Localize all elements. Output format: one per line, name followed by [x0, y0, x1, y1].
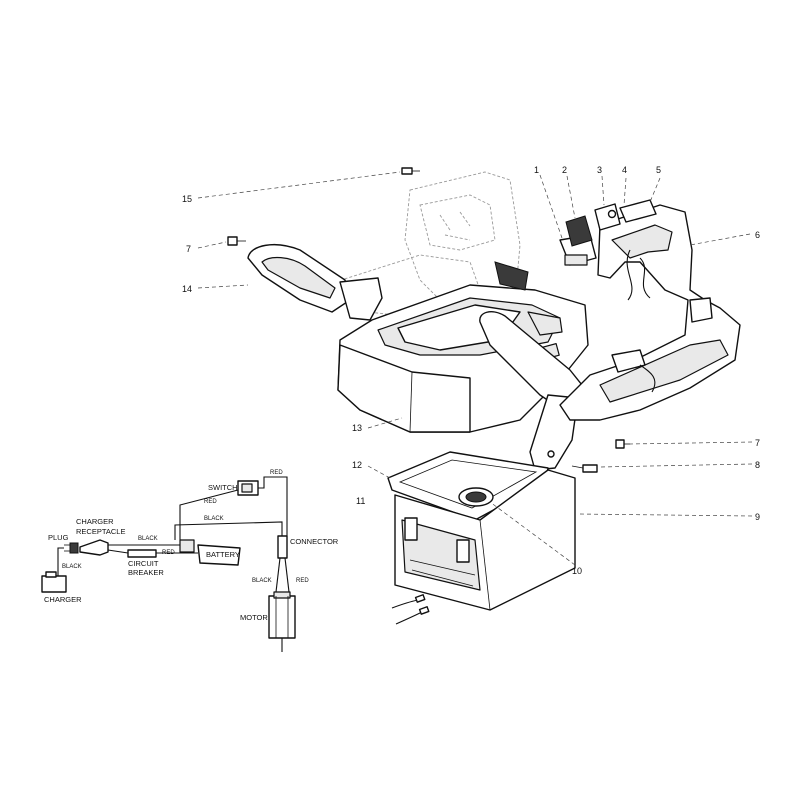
- label-black-upper: BLACK: [204, 516, 224, 522]
- main-body-housing: [337, 261, 589, 433]
- plug-symbol: [64, 542, 79, 554]
- label-connector: CONNECTOR: [290, 537, 339, 546]
- battery-symbol: [179, 539, 241, 566]
- screw-15-icon: [401, 167, 420, 175]
- label-charger: CHARGER: [44, 595, 82, 604]
- part-9-battery-box: [394, 469, 576, 611]
- part-14-handle: [247, 244, 383, 321]
- charger-receptacle-symbol: [79, 539, 109, 556]
- leader-lines: [197, 171, 753, 566]
- label-battery: BATTERY: [206, 550, 240, 559]
- callout-3: 3: [597, 165, 602, 175]
- wire-leads: [391, 594, 430, 625]
- callout-11: 11: [356, 496, 365, 506]
- charger-symbol: [41, 571, 67, 593]
- label-black-left: BLACK: [138, 536, 158, 542]
- callout-13: 13: [352, 423, 362, 433]
- label-red-breaker: RED: [162, 550, 175, 556]
- label-charger-receptacle-1: CHARGER: [76, 517, 114, 526]
- callout-10: 10: [572, 566, 582, 576]
- callout-12: 12: [352, 460, 362, 470]
- label-breaker: BREAKER: [128, 568, 164, 577]
- callout-numbers: 1 2 3 4 5 6 7 7 8 9 10 11 12 13 14 15: [182, 165, 760, 576]
- label-red-mid: RED: [204, 499, 217, 505]
- label-red-top: RED: [270, 470, 283, 476]
- callout-5: 5: [656, 165, 661, 175]
- exploded-view: 1 2 3 4 5 6 7 7 8 9 10 11 12 13 14 15: [182, 165, 760, 625]
- label-black-motor: BLACK: [252, 578, 272, 584]
- callout-8: 8: [755, 460, 760, 470]
- callout-14: 14: [182, 284, 192, 294]
- label-circuit: CIRCUIT: [128, 559, 159, 568]
- callout-2: 2: [562, 165, 567, 175]
- fasteners: [227, 167, 630, 473]
- screw-7-right-icon: [615, 439, 630, 449]
- part-10-gauge-icon: [458, 487, 494, 507]
- callout-1: 1: [534, 165, 539, 175]
- label-plug: PLUG: [48, 533, 69, 542]
- label-switch: SWITCH: [208, 483, 238, 492]
- callout-15: 15: [182, 194, 192, 204]
- schematic-labels: SWITCH RED RED BLACK BLACK RED CHARGER R…: [44, 470, 339, 622]
- callout-9: 9: [755, 512, 760, 522]
- switch-cluster: [559, 199, 657, 266]
- label-motor: MOTOR: [240, 613, 268, 622]
- switch-symbol: [237, 480, 259, 496]
- screw-8-icon: [571, 464, 598, 473]
- label-black-plug: BLACK: [62, 564, 82, 570]
- callout-4: 4: [622, 165, 627, 175]
- part-6-frame: [559, 204, 741, 421]
- motor-symbol: [268, 591, 296, 652]
- callout-7-left: 7: [186, 244, 191, 254]
- screw-7-left-icon: [227, 236, 246, 246]
- label-red-motor: RED: [296, 578, 309, 584]
- circuit-breaker-symbol: [127, 549, 157, 558]
- connector-symbol: [277, 535, 288, 559]
- label-charger-receptacle-2: RECEPTACLE: [76, 527, 125, 536]
- callout-6: 6: [755, 230, 760, 240]
- wires: [57, 476, 290, 593]
- callout-7-right: 7: [755, 438, 760, 448]
- wiring-schematic: SWITCH RED RED BLACK BLACK RED CHARGER R…: [41, 470, 339, 652]
